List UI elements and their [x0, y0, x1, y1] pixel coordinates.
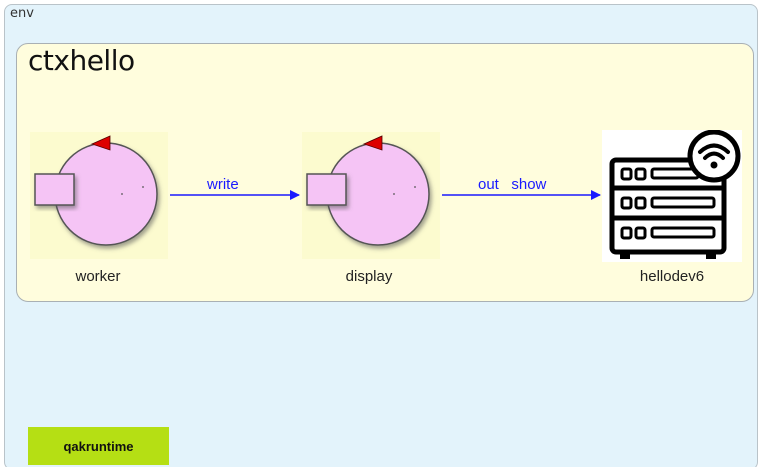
edge-write-label: write — [207, 176, 239, 193]
display-label: display — [345, 268, 393, 285]
edge-out-show-label: out show — [478, 176, 547, 193]
hellodev6-node[interactable] — [602, 129, 742, 262]
context-label: ctxhello — [28, 44, 135, 77]
env-label: env — [10, 6, 34, 21]
display-actor-icon[interactable] — [302, 132, 440, 259]
hellodev6-label: hellodev6 — [639, 268, 705, 285]
worker-label: worker — [75, 268, 121, 285]
server-wifi-icon — [609, 129, 741, 259]
runtime-badge: qakruntime — [28, 427, 169, 465]
worker-actor-icon[interactable] — [30, 132, 168, 259]
